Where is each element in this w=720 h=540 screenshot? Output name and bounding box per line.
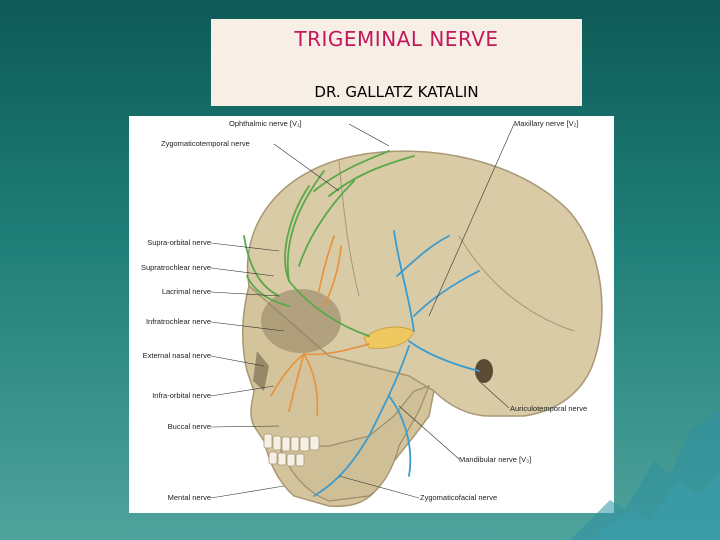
label-lacrimal: Lacrimal nerve (129, 287, 211, 296)
title-box: TRIGEMINAL NERVE DR. GALLATZ KATALIN (211, 19, 582, 106)
orbit (261, 289, 341, 353)
slide-title: TRIGEMINAL NERVE (211, 27, 582, 51)
skull-illustration: Ophthalmic nerve [V₁] Zygomaticotemporal… (129, 116, 614, 513)
label-mandibular: Mandibular nerve [V₃] (459, 455, 531, 464)
label-external-nasal: External nasal nerve (129, 351, 211, 360)
skull-drawing (129, 116, 614, 513)
label-ophthalmic: Ophthalmic nerve [V₁] (229, 119, 302, 128)
label-supratrochlear: Supratrochlear nerve (129, 263, 211, 272)
label-zygomaticotemporal: Zygomaticotemporal nerve (161, 139, 250, 148)
label-buccal: Buccal nerve (129, 422, 211, 431)
label-mental: Mental nerve (129, 493, 211, 502)
label-supraorbital: Supra-orbital nerve (129, 238, 211, 247)
label-infratrochlear: Infratrochlear nerve (129, 317, 211, 326)
decorative-mountain-graphic (570, 390, 720, 540)
label-zygomaticofacial: Zygomaticofacial nerve (420, 493, 497, 502)
label-maxillary: Maxillary nerve [V₂] (514, 119, 579, 128)
slide-author: DR. GALLATZ KATALIN (211, 83, 582, 101)
label-infraorbital: Infra-orbital nerve (129, 391, 211, 400)
